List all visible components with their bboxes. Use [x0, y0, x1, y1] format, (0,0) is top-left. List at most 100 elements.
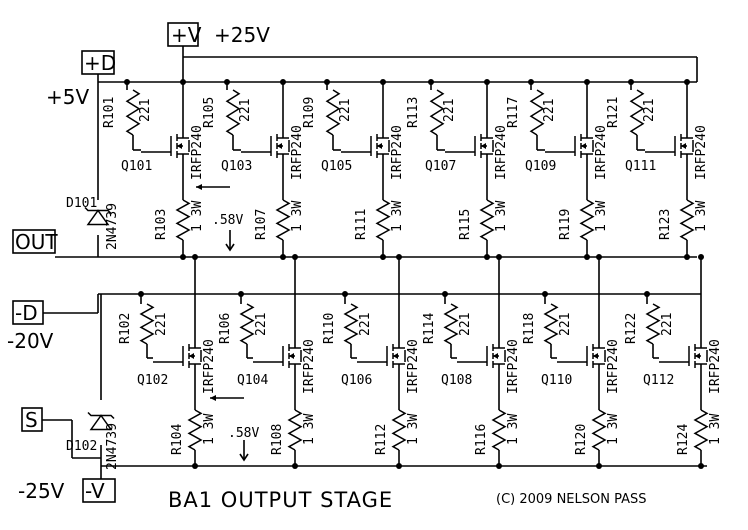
junction-dot	[292, 463, 298, 469]
label-R111-value: 1 3W	[390, 201, 405, 232]
label-R119-value: 1 3W	[594, 201, 609, 232]
resistor-R121	[629, 89, 645, 136]
bias-arrow-lower-head	[210, 395, 216, 401]
label-R103-value: 1 3W	[190, 201, 205, 232]
label-R106-value: 221	[254, 313, 269, 336]
dplus-label: +D	[84, 51, 116, 75]
resistor-R110	[343, 303, 359, 345]
label-R124-value: 1 3W	[708, 414, 723, 445]
resistor-R118	[543, 303, 559, 345]
d102-body	[89, 414, 113, 431]
label-R118: R118	[522, 313, 537, 344]
resistor-R106	[239, 303, 255, 345]
label-Q109: Q109	[525, 159, 556, 174]
label-Q101-type: IRFP240	[190, 125, 205, 180]
resistor-R115	[479, 199, 495, 241]
resistor-R107	[275, 199, 291, 241]
junction-dot	[684, 79, 690, 85]
upper-bias-voltage: .58V	[212, 213, 243, 228]
label-R117-value: 221	[542, 99, 557, 122]
resistor-R109	[325, 89, 341, 136]
resistor-R124	[693, 409, 709, 451]
resistor-R108	[287, 409, 303, 451]
label-R118-value: 221	[558, 313, 573, 336]
junction-dot	[584, 254, 590, 260]
d101-body	[86, 209, 110, 226]
label-R119: R119	[558, 209, 573, 240]
label-R109: R109	[302, 97, 317, 128]
junction-dot	[596, 463, 602, 469]
label-Q102-type: IRFP240	[202, 339, 217, 394]
junction-dot	[280, 79, 286, 85]
junction-dot	[380, 79, 386, 85]
label-Q109-type: IRFP240	[594, 125, 609, 180]
fet-Q112-arrow	[695, 353, 700, 359]
resistor-R122	[645, 303, 661, 345]
d101-bar	[84, 206, 112, 215]
dplus-voltage: +5V	[46, 85, 89, 109]
vplus-voltage: +25V	[214, 23, 270, 47]
label-Q103: Q103	[221, 159, 252, 174]
vminus-voltage: -25V	[18, 479, 65, 503]
resistor-R113	[429, 89, 445, 136]
junction-dot	[380, 254, 386, 260]
junction-dot	[180, 254, 186, 260]
copyright-notice: (C) 2009 NELSON PASS	[496, 492, 647, 507]
bias-arrow-upper-head	[196, 184, 202, 190]
label-Q107-type: IRFP240	[494, 125, 509, 180]
label-R110-value: 221	[358, 313, 373, 336]
label-R105: R105	[202, 97, 217, 128]
junction-dot	[180, 79, 186, 85]
d102-part: 2N4739	[105, 423, 120, 470]
label-R103: R103	[154, 209, 169, 240]
fet-Q104-arrow	[289, 353, 294, 359]
junction-dot	[584, 79, 590, 85]
resistor-R112	[391, 409, 407, 451]
fet-Q102-arrow	[189, 353, 194, 359]
label-Q105: Q105	[321, 159, 352, 174]
resistor-R104	[187, 409, 203, 451]
label-R112-value: 1 3W	[406, 414, 421, 445]
junction-dot	[496, 254, 502, 260]
label-R107: R107	[254, 209, 269, 240]
junction-dot	[484, 79, 490, 85]
resistor-R123	[679, 199, 695, 241]
resistor-R105	[225, 89, 241, 136]
label-Q110: Q110	[541, 373, 572, 388]
lower-bias-voltage: .58V	[228, 426, 259, 441]
junction-dot	[396, 254, 402, 260]
label-Q102: Q102	[137, 373, 168, 388]
label-R105-value: 221	[238, 99, 253, 122]
label-Q104-type: IRFP240	[302, 339, 317, 394]
label-R116-value: 1 3W	[506, 414, 521, 445]
label-R102: R102	[118, 313, 133, 344]
fet-Q107-arrow	[481, 143, 486, 149]
label-R122-value: 221	[660, 313, 675, 336]
fet-Q110-arrow	[593, 353, 598, 359]
label-R124: R124	[676, 424, 691, 455]
label-R114-value: 221	[458, 313, 473, 336]
resistor-R102	[139, 303, 155, 345]
fet-Q101-arrow	[177, 143, 182, 149]
label-R120: R120	[574, 424, 589, 455]
resistor-R101	[125, 89, 141, 136]
label-Q104: Q104	[237, 373, 268, 388]
junction-dot	[698, 254, 704, 260]
resistor-R120	[591, 409, 607, 451]
vplus-port: +V	[167, 22, 202, 47]
junction-dot	[280, 254, 286, 260]
label-Q106: Q106	[341, 373, 372, 388]
out-port: OUT	[12, 229, 58, 254]
junction-dot	[396, 463, 402, 469]
s-label: S	[25, 408, 38, 432]
junction-dot	[192, 463, 198, 469]
resistor-R116	[491, 409, 507, 451]
label-R123: R123	[658, 209, 673, 240]
label-Q110-type: IRFP240	[606, 339, 621, 394]
d101-part: 2N4739	[105, 203, 120, 250]
label-Q108-type: IRFP240	[506, 339, 521, 394]
bias-arrow-upper-tip	[225, 243, 235, 252]
label-R115: R115	[458, 209, 473, 240]
d102-bar	[87, 411, 115, 420]
